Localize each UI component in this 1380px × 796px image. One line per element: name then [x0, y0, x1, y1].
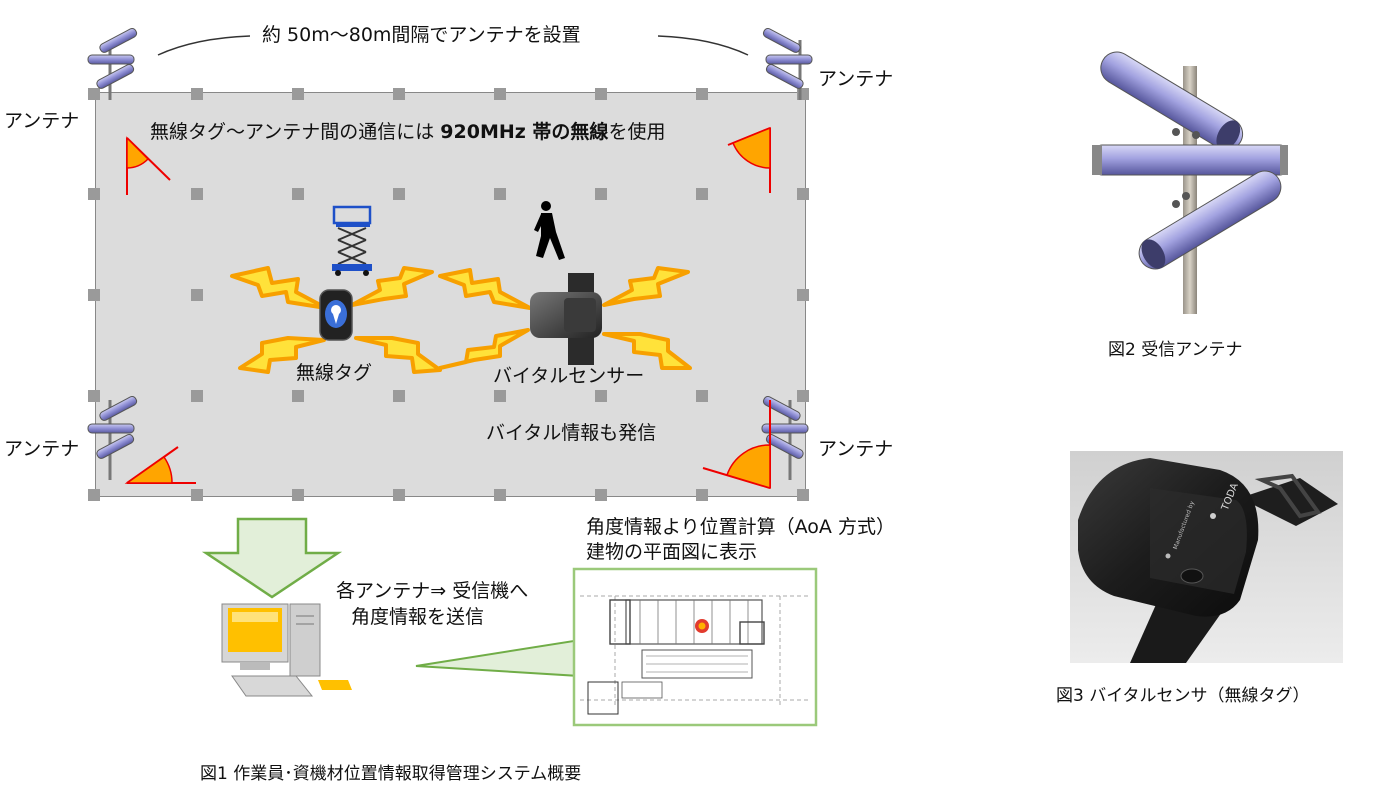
antenna-label-bottom-left: アンテナ [4, 438, 80, 460]
radio-note-pre: 無線タグ〜アンテナ間の通信には [150, 121, 441, 143]
site-area [95, 92, 806, 497]
antenna-label-top-right: アンテナ [818, 68, 894, 90]
radio-note-post: を使用 [608, 121, 666, 143]
send-note-line1: 各アンテナ⇒ 受信機へ [336, 580, 529, 602]
sensor-label: バイタルセンサー [493, 365, 645, 387]
tag-label: 無線タグ [296, 362, 373, 384]
wireless-tag-icon [319, 289, 353, 341]
radio-note-bold: 920MHz 帯の無線 [440, 121, 609, 143]
figure-2-caption: 図2 受信アンテナ [1108, 340, 1243, 360]
angle-wedge-top-right [727, 126, 771, 193]
walking-person-icon [534, 201, 565, 260]
spacing-note: 約 50m〜80m間隔でアンテナを設置 [262, 24, 581, 46]
radio-note: 無線タグ〜アンテナ間の通信には 920MHz 帯の無線を使用 [150, 121, 665, 143]
antenna-label-bottom-right: アンテナ [818, 438, 894, 460]
angle-wedge-bottom-right [702, 400, 771, 490]
vital-sensor-icon [530, 273, 602, 365]
figure-1-caption: 図1 作業員･資機材位置情報取得管理システム概要 [200, 764, 582, 784]
computer-icon [221, 603, 352, 697]
floor-plan-image [572, 567, 818, 727]
spacing-arc-left [157, 35, 251, 56]
signal-bolts [230, 266, 692, 374]
vital-note: バイタル情報も発信 [486, 422, 657, 444]
antenna-icon-bottom-left [87, 395, 138, 480]
angle-wedge-top-left [126, 136, 171, 195]
calc-note-line2: 建物の平面図に表示 [586, 541, 758, 563]
send-note-line2: 角度情報を送信 [351, 606, 485, 628]
grid-nodes [88, 88, 809, 501]
antenna-icon-top-left [87, 27, 138, 100]
down-arrow [201, 517, 343, 599]
antenna-icon-bottom-right [761, 395, 809, 480]
antenna-icon-top-right [762, 27, 813, 100]
figure-3-caption: 図3 バイタルセンサ（無線タグ） [1056, 686, 1310, 706]
spacing-arc-right [657, 35, 749, 56]
calc-note-line1: 角度情報より位置計算（AoA 方式） [586, 516, 895, 538]
antenna-label-top-left: アンテナ [4, 110, 80, 132]
scissor-lift-icon [332, 205, 372, 276]
angle-wedge-bottom-left [124, 446, 196, 484]
